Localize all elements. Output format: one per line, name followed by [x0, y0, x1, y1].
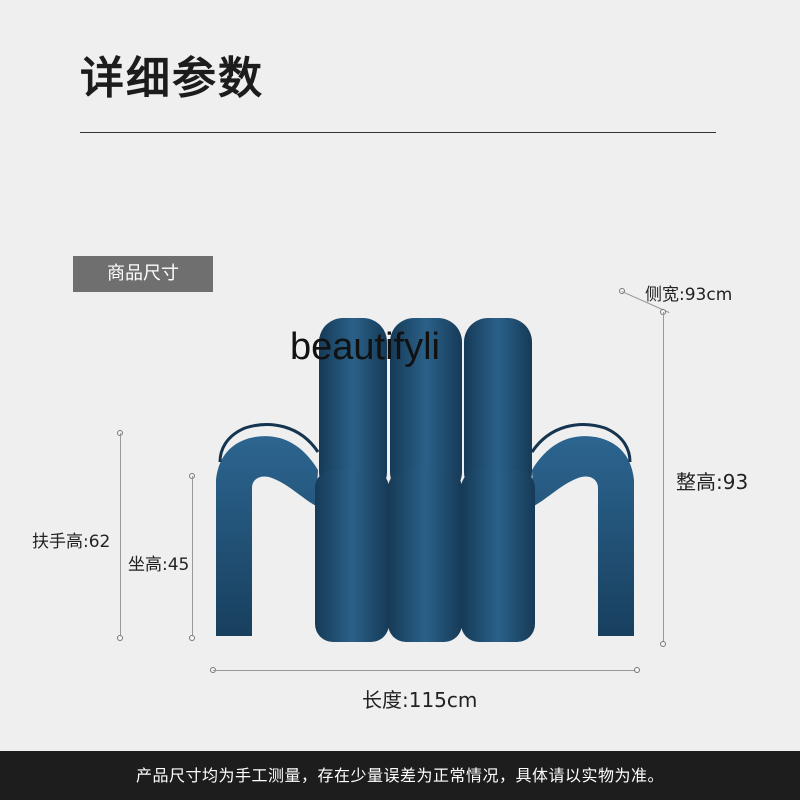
armrest-height-marker-end [117, 635, 123, 641]
total-height-label: 整高:93 [676, 470, 749, 494]
section-tag: 商品尺寸 [73, 256, 213, 292]
seat-height-marker-end [189, 635, 195, 641]
length-label: 长度:115cm [362, 688, 478, 712]
total-height-line [663, 312, 664, 644]
length-marker-end [634, 667, 640, 673]
armrest-height-line [120, 433, 121, 638]
back-cushion-middle [390, 318, 462, 496]
seat-height-label: 坐高:45 [128, 555, 190, 575]
right-armrest [532, 436, 634, 636]
page-title: 详细参数 [80, 53, 264, 104]
seat-cushion-left [315, 470, 389, 642]
left-armrest [216, 436, 318, 636]
total-height-marker-end [660, 641, 666, 647]
back-cushion-right [464, 318, 532, 496]
footer-disclaimer: 产品尺寸均为手工测量，存在少量误差为正常情况，具体请以实物为准。 [0, 751, 800, 800]
length-line [213, 670, 637, 671]
side-width-label: 侧宽:93cm [645, 285, 733, 305]
seat-cushion-right [461, 470, 535, 642]
seat-cushion-middle [388, 470, 462, 642]
title-divider [80, 132, 716, 133]
seat-height-line [192, 476, 193, 638]
back-cushion-left [319, 318, 387, 496]
armrest-height-label: 扶手高:62 [32, 532, 111, 552]
watermark-text: beautifyli [290, 326, 440, 368]
